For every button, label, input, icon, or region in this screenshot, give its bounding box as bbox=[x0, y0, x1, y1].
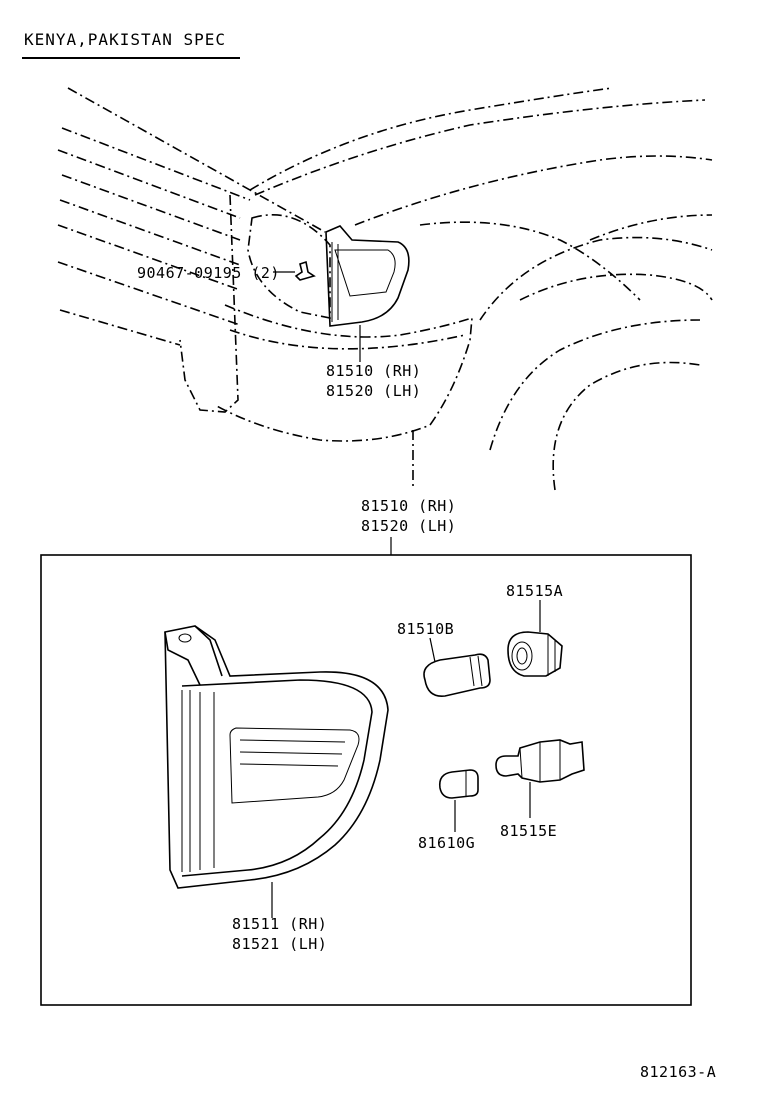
bulb-icon bbox=[423, 653, 491, 697]
lens-housing bbox=[164, 625, 389, 889]
installed-lamp-label-rh: 81510 (RH) bbox=[326, 362, 422, 380]
installed-lamp-label-lh: 81520 (LH) bbox=[326, 382, 422, 400]
lens-label-lh: 81521 (LH) bbox=[232, 935, 328, 953]
assembly-title-rh: 81510 (RH) bbox=[361, 497, 457, 515]
small-bulb-icon bbox=[438, 769, 479, 799]
screw-part-label: 90467-09195 (2) bbox=[137, 264, 280, 282]
socket-a-label: 81515A bbox=[506, 582, 564, 600]
lens-label-rh: 81511 (RH) bbox=[232, 915, 328, 933]
wedge-socket-icon bbox=[495, 739, 585, 783]
screw-icon bbox=[294, 260, 316, 281]
spec-title: KENYA,PAKISTAN SPEC bbox=[24, 30, 227, 49]
bulb-b-label: 81510B bbox=[397, 620, 455, 638]
socket-e-label: 81515E bbox=[500, 822, 558, 840]
assembly-title-lh: 81520 (LH) bbox=[361, 517, 457, 535]
bulb-g-label: 81610G bbox=[418, 834, 476, 852]
title-underline bbox=[22, 57, 240, 59]
figure-code: 812163-A bbox=[640, 1063, 717, 1081]
socket-icon bbox=[507, 631, 563, 677]
